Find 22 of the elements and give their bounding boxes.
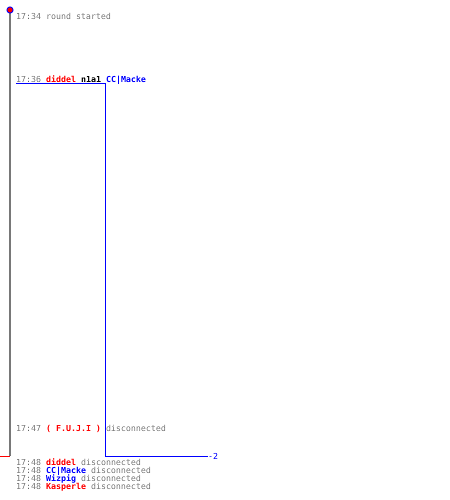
- connector-line: [104, 82, 208, 457]
- event-text: disconnected: [80, 457, 141, 467]
- player-name: Wizpig: [46, 473, 76, 483]
- player-name: diddel: [46, 457, 76, 467]
- event-text: disconnected: [90, 481, 151, 491]
- player-name: diddel: [46, 74, 76, 84]
- log-entry: 17:34 round started: [16, 11, 111, 21]
- value-label: -2: [208, 451, 218, 461]
- event-text: disconnected: [80, 473, 141, 483]
- event-text: n1a1: [80, 74, 101, 84]
- timestamp: 17:36: [16, 74, 41, 84]
- timestamp: 17:48: [16, 481, 41, 491]
- timestamp: 17:48: [16, 457, 41, 467]
- event-text: disconnected: [90, 465, 151, 475]
- player-name: CC|Macke: [106, 74, 146, 84]
- timestamp: 17:48: [16, 473, 41, 483]
- timestamp: 17:48: [16, 465, 41, 475]
- player-name: Kasperle: [46, 481, 86, 491]
- event-text: disconnected: [106, 423, 166, 433]
- timestamp: 17:47: [16, 423, 41, 433]
- player-name: CC|Macke: [46, 465, 86, 475]
- player-name: ( F.U.J.I ): [46, 423, 101, 433]
